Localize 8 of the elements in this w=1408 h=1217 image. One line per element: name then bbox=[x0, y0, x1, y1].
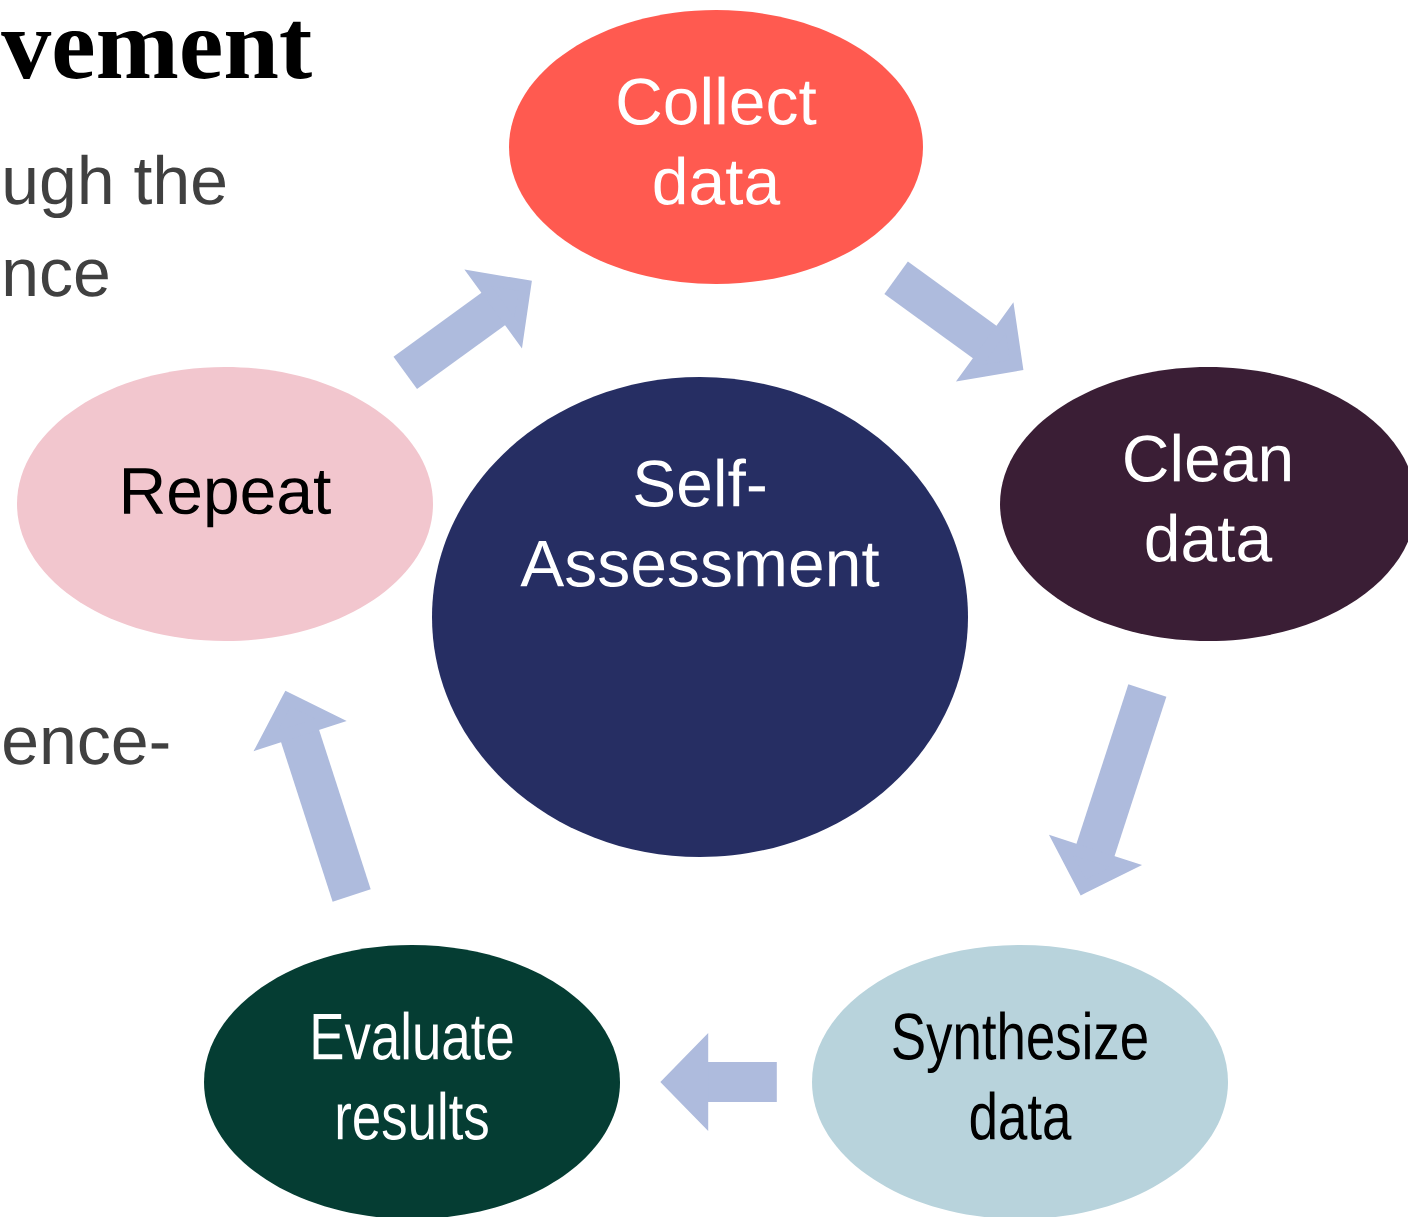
slide-text: nce bbox=[5, 259, 108, 297]
slide-text: ugh the bbox=[5, 154, 225, 219]
block-arrow bbox=[393, 269, 532, 390]
title: vement bbox=[1, 21, 312, 79]
ellipse-node: Collect data bbox=[509, 10, 923, 284]
ellipse-node: Self-Assessment bbox=[432, 377, 968, 857]
ellipse-node: Repeat bbox=[17, 367, 433, 641]
slide-text: ence- bbox=[4, 727, 169, 765]
